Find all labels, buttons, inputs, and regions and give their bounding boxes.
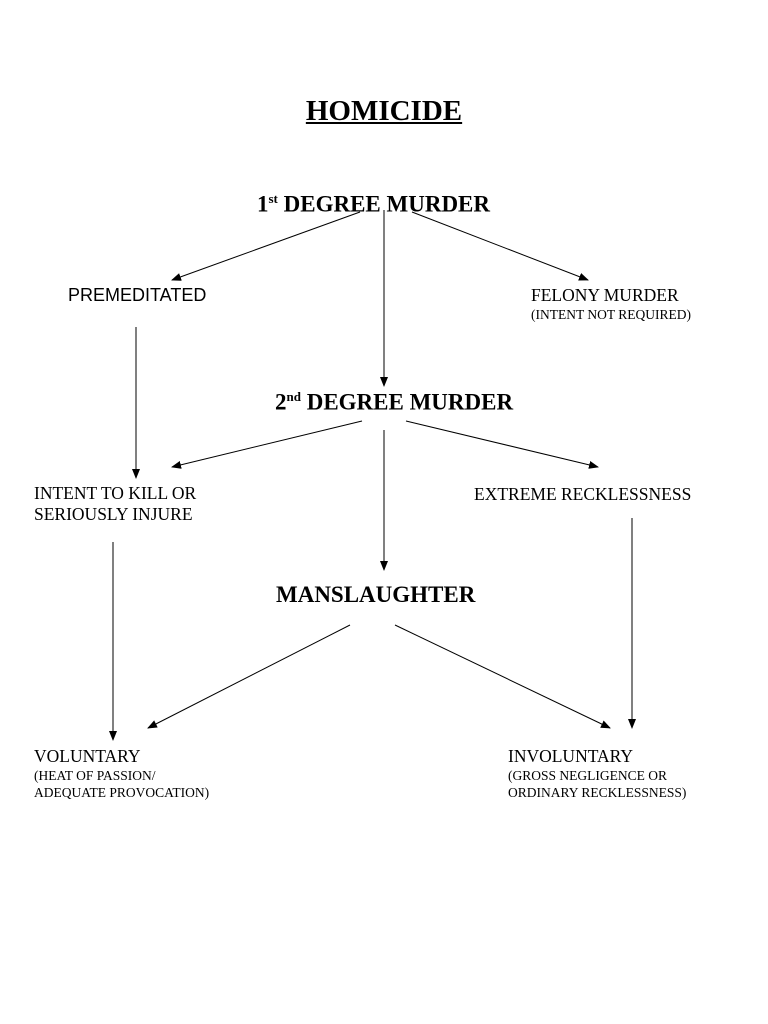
second-degree-ordinal: nd bbox=[286, 389, 301, 404]
node-premeditated: PREMEDITATED bbox=[68, 285, 207, 305]
second-degree-number: 2 bbox=[275, 389, 287, 415]
arrow-manslaughter-to-involuntary bbox=[394, 624, 611, 729]
arrow-first-degree-to-premeditated bbox=[171, 211, 361, 281]
node-first-degree-murder: 1st DEGREE MURDER bbox=[257, 192, 490, 216]
first-degree-ordinal: st bbox=[268, 191, 278, 206]
voluntary-note-line2: ADEQUATE PROVOCATION) bbox=[34, 785, 210, 800]
felony-murder-note: (INTENT NOT REQUIRED) bbox=[531, 307, 691, 322]
node-intent-to-kill-line2: SERIOUSLY INJURE bbox=[34, 504, 193, 524]
involuntary-note-line1: (GROSS NEGLIGENCE OR bbox=[508, 768, 668, 783]
node-manslaughter: MANSLAUGHTER bbox=[276, 582, 476, 607]
voluntary-note-line1: (HEAT OF PASSION/ bbox=[34, 768, 156, 783]
node-voluntary: VOLUNTARY bbox=[34, 746, 141, 766]
involuntary-note-line2: ORDINARY RECKLESSNESS) bbox=[508, 785, 687, 800]
first-degree-number: 1 bbox=[257, 191, 269, 217]
node-felony-murder: FELONY MURDER bbox=[531, 285, 679, 305]
arrow-second-degree-to-extreme-recklessness bbox=[405, 420, 599, 469]
second-degree-label: DEGREE MURDER bbox=[300, 389, 514, 415]
first-degree-label: DEGREE MURDER bbox=[277, 191, 491, 217]
node-intent-to-kill-line1: INTENT TO KILL OR bbox=[34, 483, 197, 503]
arrow-second-degree-to-intent-to-kill bbox=[171, 420, 363, 469]
node-extreme-recklessness: EXTREME RECKLESSNESS bbox=[474, 484, 692, 504]
node-second-degree-murder: 2nd DEGREE MURDER bbox=[275, 390, 513, 414]
diagram-title: HOMICIDE bbox=[305, 95, 463, 127]
arrow-first-degree-to-felony-murder bbox=[411, 211, 589, 281]
arrow-manslaughter-to-voluntary bbox=[147, 624, 351, 729]
node-involuntary: INVOLUNTARY bbox=[508, 746, 633, 766]
